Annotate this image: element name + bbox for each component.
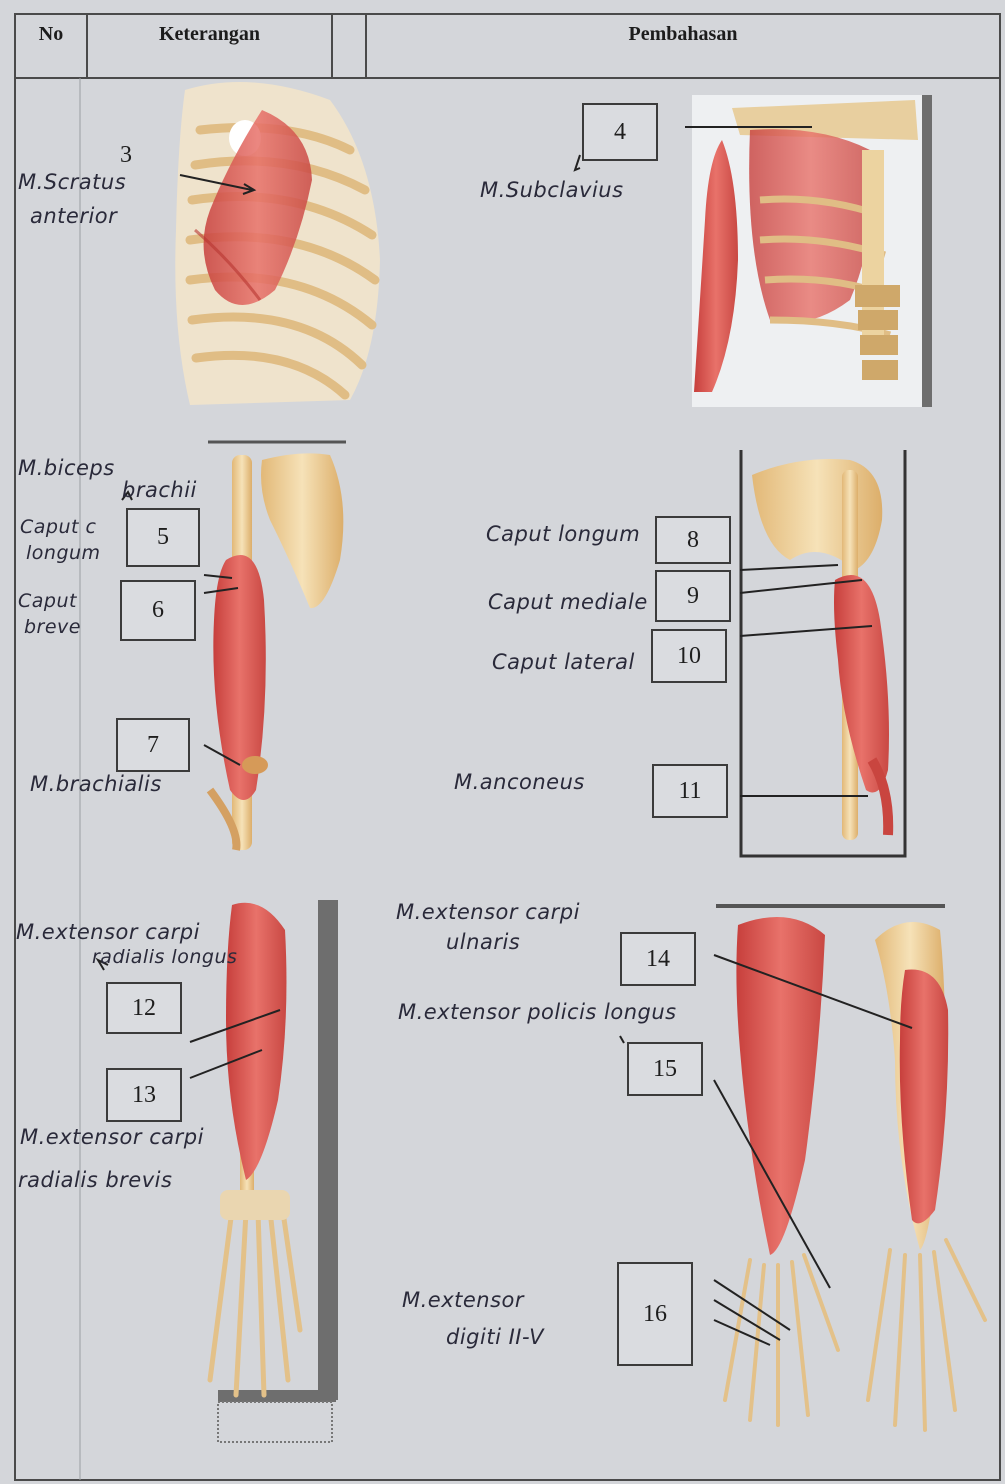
answer-box-15: 15	[627, 1042, 703, 1096]
answer-box-12: 12	[106, 982, 182, 1034]
brachialis-label: M.brachialis	[30, 772, 162, 796]
caput-mediale-label: Caput mediale	[488, 590, 648, 614]
header-keterangan: Keterangan	[87, 2, 332, 66]
answer-box-10: 10	[651, 629, 727, 683]
forearm-extensor-ulnaris-illustration	[716, 906, 985, 1430]
forearm-extensor-radialis-illustration	[210, 900, 338, 1442]
edm-label-line1: M.extensor	[402, 1288, 524, 1312]
serratus-label-line2: anterior	[30, 204, 117, 228]
ribcage-serratus-illustration	[175, 82, 380, 405]
subclavius-label: M.Subclavius	[480, 178, 624, 202]
serratus-label-line1: M.Scratus	[18, 170, 126, 194]
ecrl-label-line1: M.extensor carpi	[16, 920, 200, 944]
ecrb-label-line1: M.extensor carpi	[20, 1125, 204, 1149]
caput-longum-triceps-label: Caput longum	[486, 522, 640, 546]
header-no: No	[15, 2, 87, 66]
ecrl-label-line2: radialis longus	[92, 946, 237, 968]
ecu-label-line2: ulnaris	[446, 930, 520, 954]
caput-longum-biceps-line2: longum	[26, 542, 101, 564]
caput-breve-line1: Caput	[18, 590, 77, 612]
epl-label: M.extensor policis longus	[398, 1000, 677, 1024]
answer-box-13: 13	[106, 1068, 182, 1122]
edm-label-line2: digiti II-V	[446, 1325, 544, 1349]
answer-box-8: 8	[655, 516, 731, 564]
answer-box-11: 11	[652, 764, 728, 818]
caput-laterale-label: Caput lateral	[492, 650, 635, 674]
thorax-subclavius-illustration	[692, 95, 932, 407]
ecrb-label-line2: radialis brevis	[18, 1168, 172, 1192]
ecu-label-line1: M.extensor carpi	[396, 900, 580, 924]
answer-box-7: 7	[116, 718, 190, 772]
caput-longum-biceps-line1: Caput c	[20, 516, 96, 538]
biceps-label-line2: brachii	[122, 478, 197, 502]
anconeus-label: M.anconeus	[454, 770, 585, 794]
answer-box-14: 14	[620, 932, 696, 986]
answer-box-16: 16	[617, 1262, 693, 1366]
biceps-label-line1: M.biceps	[18, 456, 115, 480]
caput-breve-line2: breve	[24, 616, 81, 638]
serratus-number: 3	[120, 142, 132, 169]
answer-box-9: 9	[655, 570, 731, 622]
arm-biceps-illustration	[208, 442, 346, 850]
answer-box-5: 5	[126, 508, 200, 567]
answer-box-6: 6	[120, 580, 196, 641]
answer-box-4: 4	[582, 103, 658, 161]
header-pembahasan: Pembahasan	[366, 2, 1000, 66]
